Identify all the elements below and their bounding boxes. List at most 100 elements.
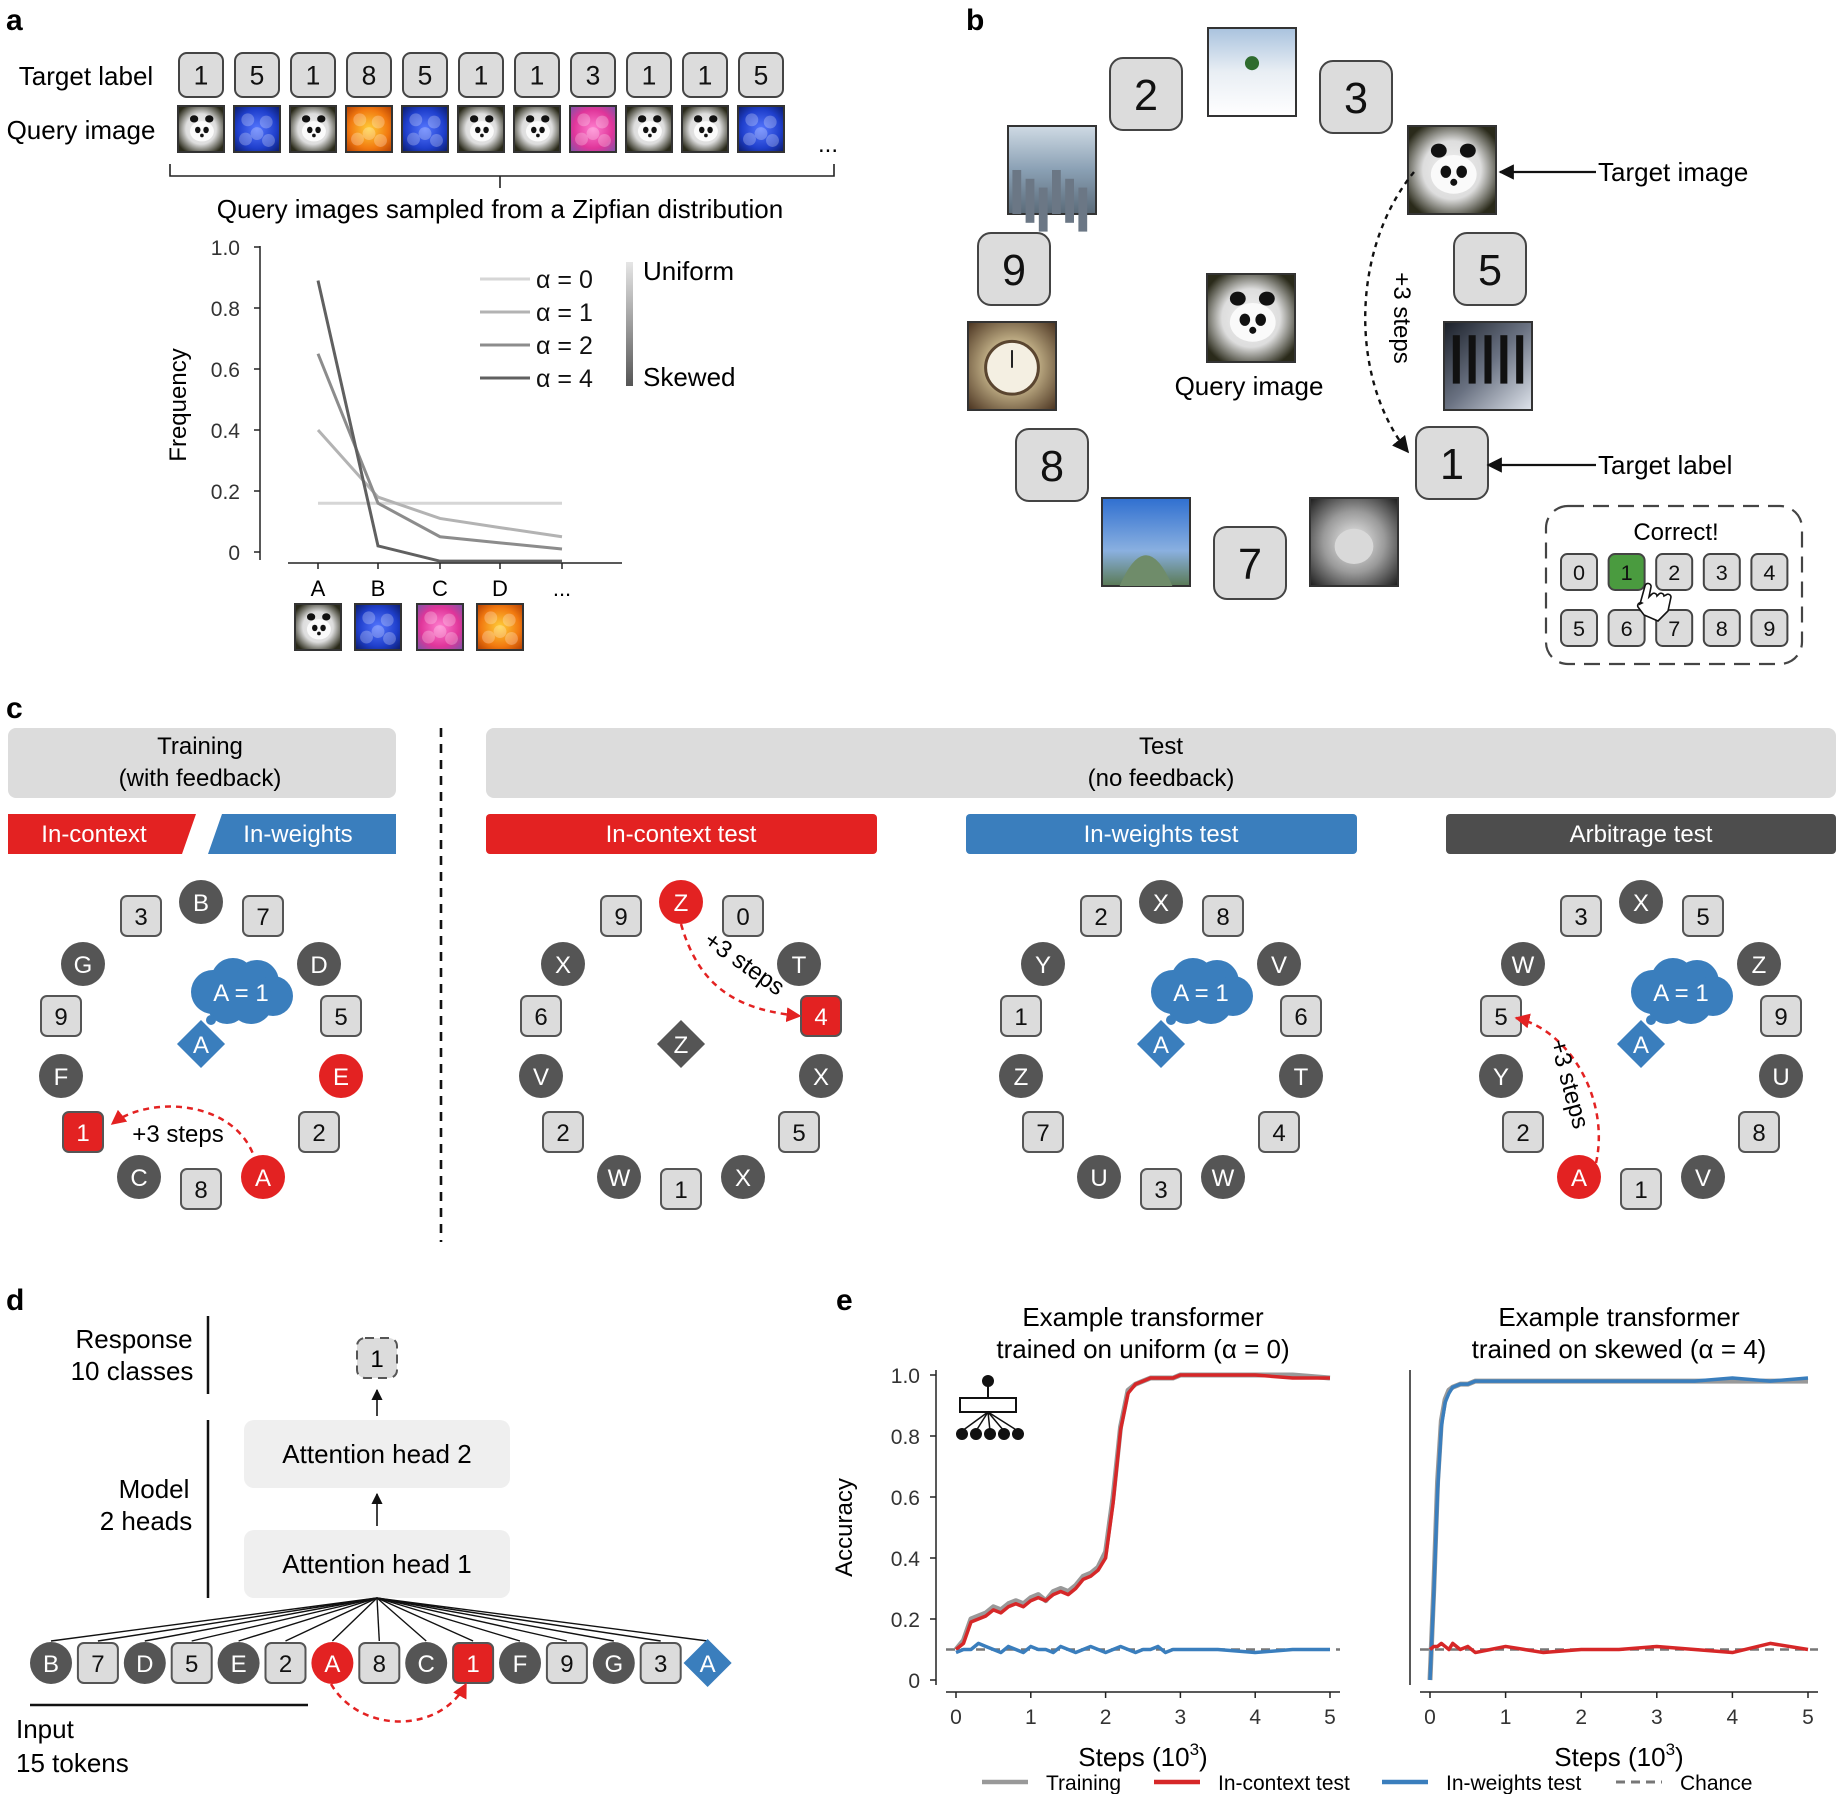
piano-key	[1516, 335, 1524, 384]
piano-key	[1468, 335, 1476, 384]
x-tick-label: 5	[1802, 1706, 1814, 1729]
token-box-text: 2	[556, 1120, 569, 1147]
label-box-shape	[682, 52, 728, 98]
panda-nose	[536, 133, 540, 138]
token-circle-text: A	[255, 1165, 271, 1192]
panda-ear-left	[525, 115, 535, 123]
ring-label-box: 3	[1319, 60, 1393, 134]
training-header-line2: (with feedback)	[119, 765, 282, 792]
tag-in-context-test	[486, 814, 877, 854]
steps-arrow-input	[329, 1682, 468, 1723]
steps-arrow-b	[1364, 171, 1415, 454]
token-box: 4	[1258, 1111, 1300, 1153]
token-circle-text: Z	[1752, 952, 1767, 979]
token-circle-text: W	[608, 1165, 631, 1192]
input-token-circle	[405, 1642, 448, 1684]
keypad-key: 3	[1702, 553, 1741, 591]
token-circle	[1619, 880, 1663, 924]
query-image-thumb	[289, 105, 337, 153]
query-image-thumb	[737, 105, 785, 153]
x-tick-label: 0	[950, 1706, 962, 1729]
token-circle-text: X	[1633, 890, 1649, 917]
panda-face	[301, 121, 326, 142]
token-box-text: 1	[76, 1120, 89, 1147]
panda-ear-right	[322, 613, 331, 621]
network-node	[998, 1428, 1010, 1440]
token-circle	[1479, 1054, 1523, 1098]
flowers-orange-thumbnail	[476, 603, 524, 651]
input-token-text: G	[604, 1651, 623, 1678]
x-axis-label-base: Steps (10	[1554, 1742, 1665, 1772]
sample-bracket	[169, 164, 835, 188]
label-box-shape	[1607, 609, 1646, 647]
token-circle	[721, 1155, 765, 1199]
token-box-text: 1	[1634, 1177, 1647, 1204]
response-label-2: 10 classes	[71, 1356, 194, 1386]
panda-eye-left	[312, 624, 318, 632]
fan-line	[376, 1597, 568, 1642]
y-tick-label: 0.4	[211, 420, 241, 443]
query-diamond-text: A	[700, 1651, 716, 1678]
label-box-text: 6	[1621, 616, 1633, 641]
target-label-box: 5	[402, 52, 448, 98]
token-circle	[241, 1155, 285, 1199]
label-box-text: 5	[1573, 616, 1585, 641]
y-tick-label: 1.0	[891, 1365, 920, 1388]
panda-ear-left	[693, 115, 703, 123]
flower-bloom	[595, 115, 609, 129]
panda-eye-left	[307, 126, 313, 134]
label-box-shape	[977, 232, 1051, 306]
tag-in-weights-text: In-weights	[243, 821, 352, 848]
label-box-text: 0	[1573, 560, 1585, 585]
center-diamond-text: A	[1633, 1032, 1649, 1059]
attention-head-1	[244, 1530, 510, 1598]
cloud-bubble	[1166, 1015, 1176, 1025]
token-box-text: 2	[1094, 904, 1107, 931]
flowers-pink-thumbnail	[416, 603, 464, 651]
chart-title-line1: Example transformer	[1022, 1302, 1264, 1332]
flower-bloom	[484, 611, 498, 625]
panda-eye-left	[475, 126, 481, 134]
target-label-box: 3	[570, 52, 616, 98]
label-box-shape	[402, 52, 448, 98]
token-circle	[179, 880, 223, 924]
token-box-shape	[298, 1111, 340, 1153]
thought-text: A = 1	[1173, 980, 1228, 1007]
token-box-shape	[778, 1111, 820, 1153]
target-label-box: 1	[514, 52, 560, 98]
series-line	[316, 280, 562, 563]
token-circle	[777, 942, 821, 986]
token-box-shape	[1022, 1111, 1064, 1153]
flowers-blue-thumbnail	[401, 105, 449, 153]
token-circle	[1681, 1155, 1725, 1199]
token-box-shape	[62, 1111, 104, 1153]
label-box-text: 1	[1440, 441, 1464, 489]
token-circle-text: W	[1512, 952, 1535, 979]
network-link	[987, 1411, 1019, 1432]
input-token-box	[545, 1642, 588, 1684]
flower-bloom	[754, 127, 768, 141]
test-header-box	[486, 728, 1836, 798]
token-circle-text: B	[193, 890, 209, 917]
token-box: 2	[1502, 1111, 1544, 1153]
city-building	[1078, 187, 1088, 232]
series-line	[1428, 1376, 1809, 1681]
fan-line	[331, 1597, 378, 1642]
label-box-shape	[1702, 553, 1741, 591]
alpha-colorbar	[626, 262, 633, 386]
y-tick-label: 0.8	[891, 1426, 920, 1449]
panel-letter-a: a	[6, 4, 23, 37]
token-box-shape	[320, 995, 362, 1037]
y-tick-label: 0.4	[891, 1548, 921, 1571]
label-box-text: 1	[530, 61, 545, 91]
input-token-text: 9	[560, 1651, 573, 1678]
token-box-shape	[1682, 895, 1724, 937]
token-box-shape	[1280, 995, 1322, 1037]
network-link	[975, 1411, 989, 1432]
token-box-text: 9	[54, 1004, 67, 1031]
token-box: 2	[1080, 895, 1122, 937]
input-token-text: 1	[466, 1651, 479, 1678]
label-box-shape	[570, 52, 616, 98]
